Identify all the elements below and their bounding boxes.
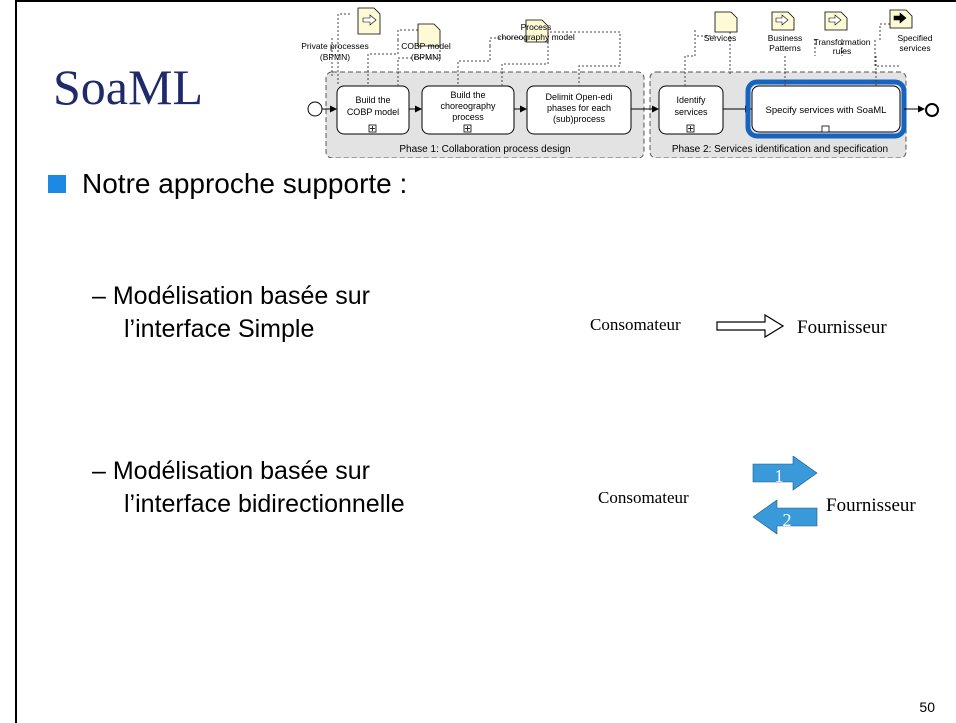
main-bullet: Notre approche supporte :	[82, 168, 408, 199]
svg-text:Specify services with SoaML: Specify services with SoaML	[766, 105, 887, 116]
svg-text:choreography: choreography	[440, 101, 496, 111]
arrow-1: 1	[752, 456, 818, 491]
bidir-provider-label: Fournisseur	[826, 495, 916, 516]
svg-text:1: 1	[775, 466, 784, 486]
artifact-specified-services: Specified services	[889, 9, 933, 53]
phase2-label: Phase 2: Services identification and spe…	[672, 144, 888, 155]
slide-title: SoaML	[53, 59, 203, 115]
simple-consumer-label: Consomateur	[590, 315, 681, 334]
artifact-process-choreography: Process choreography model	[497, 19, 575, 43]
task-build-choreography: Build the choreography process	[421, 85, 515, 135]
bullet-square	[48, 175, 66, 193]
bidir-consumer-label: Consomateur	[598, 488, 689, 507]
bidir-arrows: 1 2	[752, 456, 818, 535]
svg-text:Process: Process	[521, 22, 552, 32]
svg-text:Build the: Build the	[450, 90, 485, 100]
slide-top-border	[15, 0, 956, 2]
svg-text:Delimit Open-edi: Delimit Open-edi	[545, 92, 612, 102]
sub-bullet-bidirectional-line1: – Modélisation basée sur	[92, 457, 370, 485]
svg-text:services: services	[674, 107, 708, 117]
task-build-cobp: Build the COBP model	[336, 85, 410, 135]
svg-text:COBP model: COBP model	[347, 107, 399, 117]
svg-text:choreography model: choreography model	[497, 32, 575, 42]
svg-text:Specified: Specified	[898, 33, 933, 43]
sub-bullet-bidirectional-line2: l’interface bidirectionnelle	[124, 490, 405, 518]
simple-provider-label: Fournisseur	[797, 317, 887, 338]
start-event	[307, 101, 323, 117]
svg-text:process: process	[452, 112, 484, 122]
end-event	[925, 103, 939, 117]
svg-text:phases for each: phases for each	[547, 103, 611, 113]
svg-text:COBP model: COBP model	[401, 41, 451, 51]
svg-text:rules: rules	[833, 46, 851, 56]
artifact-private-processes: Private processes (BPMN)	[301, 7, 381, 62]
sub-bullet-simple: – Modélisation basée sur l’interface Sim…	[92, 280, 370, 346]
svg-text:Services: Services	[704, 33, 737, 43]
sub-bullet-bidirectional: – Modélisation basée sur l’interface bid…	[92, 455, 405, 521]
svg-text:Identify: Identify	[676, 95, 706, 105]
arrow-2: 2	[752, 499, 818, 535]
task-delimit-open-edi: Delimit Open-edi phases for each (sub)pr…	[526, 85, 632, 135]
svg-text:services: services	[899, 43, 930, 53]
svg-text:(BPMN): (BPMN)	[320, 52, 350, 62]
process-diagram: Phase 1: Collaboration process design Ph…	[301, 7, 939, 158]
svg-text:(BPMN): (BPMN)	[411, 52, 441, 62]
svg-text:Private processes: Private processes	[301, 41, 369, 51]
artifact-transformation-rules: Transformation rules	[814, 11, 871, 56]
artifact-cobp-model: COBP model (BPMN)	[401, 23, 451, 62]
svg-text:(sub)process: (sub)process	[553, 114, 606, 124]
svg-text:2: 2	[783, 510, 792, 530]
svg-text:Transformation: Transformation	[814, 37, 871, 47]
sub-bullet-simple-line2: l’interface Simple	[124, 315, 315, 343]
task-identify-services: Identify services	[658, 85, 724, 135]
sub-bullet-simple-line1: – Modélisation basée sur	[92, 282, 370, 310]
svg-text:Patterns: Patterns	[769, 43, 801, 53]
slide-left-border	[15, 0, 17, 723]
artifact-services: Services	[704, 11, 738, 43]
phase1-label: Phase 1: Collaboration process design	[399, 144, 570, 155]
task-specify-services: Specify services with SoaML	[745, 79, 907, 139]
svg-text:Build the: Build the	[355, 95, 390, 105]
svg-text:Business: Business	[768, 33, 803, 43]
artifact-business-patterns: Business Patterns	[768, 11, 803, 53]
simple-arrow	[716, 313, 785, 339]
page-number: 50	[919, 699, 935, 715]
